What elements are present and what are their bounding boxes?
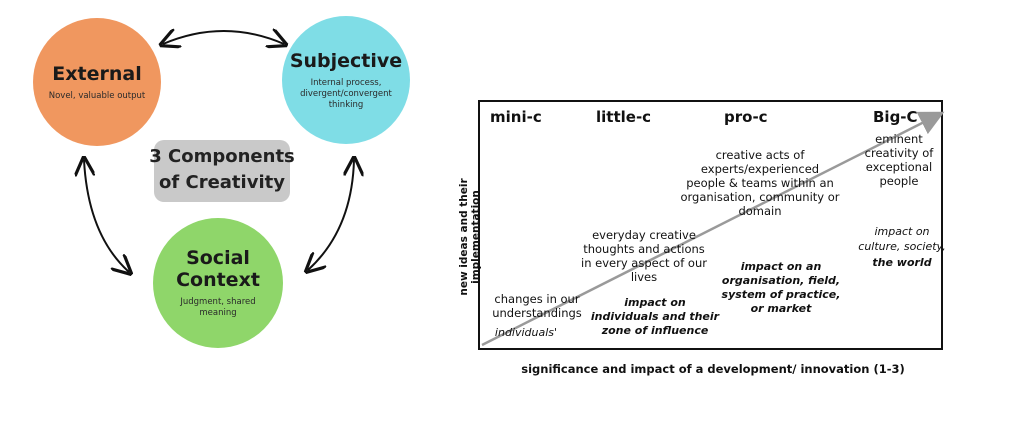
matrix-frame — [478, 100, 943, 350]
subjective-circle: Subjective Internal process, divergent/c… — [282, 16, 410, 144]
level-pro-c: pro-c — [724, 108, 768, 126]
impact-pro-c: impact on an organisation, field, system… — [721, 260, 841, 315]
subjective-title: Subjective — [289, 49, 403, 72]
arrow-external-social — [84, 160, 129, 272]
impact-mini-c: individuals' — [494, 326, 558, 339]
desc-mini-c: changes in our understandings — [492, 292, 582, 320]
impact-big-c-line3: the world — [872, 256, 932, 269]
level-little-c: little-c — [596, 108, 652, 126]
y-axis-label: new ideas and their implementation — [458, 178, 482, 296]
external-subtitle: Novel, valuable output — [48, 90, 146, 101]
social-circle: Social Context Judgment, shared meaning — [153, 218, 283, 348]
cycle-arrows — [0, 0, 460, 435]
x-axis-label: significance and impact of a development… — [521, 362, 905, 376]
social-title: Social Context — [176, 247, 260, 291]
impact-little-c: impact on individuals and their zone of … — [590, 296, 720, 337]
desc-pro-c: creative acts of experts/experienced peo… — [680, 148, 840, 218]
impact-big-c-line2: culture, society, — [858, 240, 946, 253]
external-title: External — [52, 62, 142, 85]
subjective-subtitle: Internal process, divergent/convergent t… — [300, 77, 392, 110]
arrow-subjective-social — [308, 160, 354, 270]
level-big-c: Big-C — [873, 108, 918, 126]
desc-big-c: eminent creativity of exceptional people — [864, 132, 934, 188]
center-label: 3 Components of Creativity — [149, 146, 295, 193]
desc-little-c: everyday creative thoughts and actions i… — [581, 228, 707, 284]
level-mini-c: mini-c — [490, 108, 542, 126]
social-subtitle: Judgment, shared meaning — [180, 297, 256, 318]
arrow-external-subjective — [163, 31, 284, 44]
impact-big-c-line1: impact on — [874, 225, 930, 238]
center-label-box — [154, 140, 290, 202]
external-circle: External Novel, valuable output — [33, 18, 161, 146]
